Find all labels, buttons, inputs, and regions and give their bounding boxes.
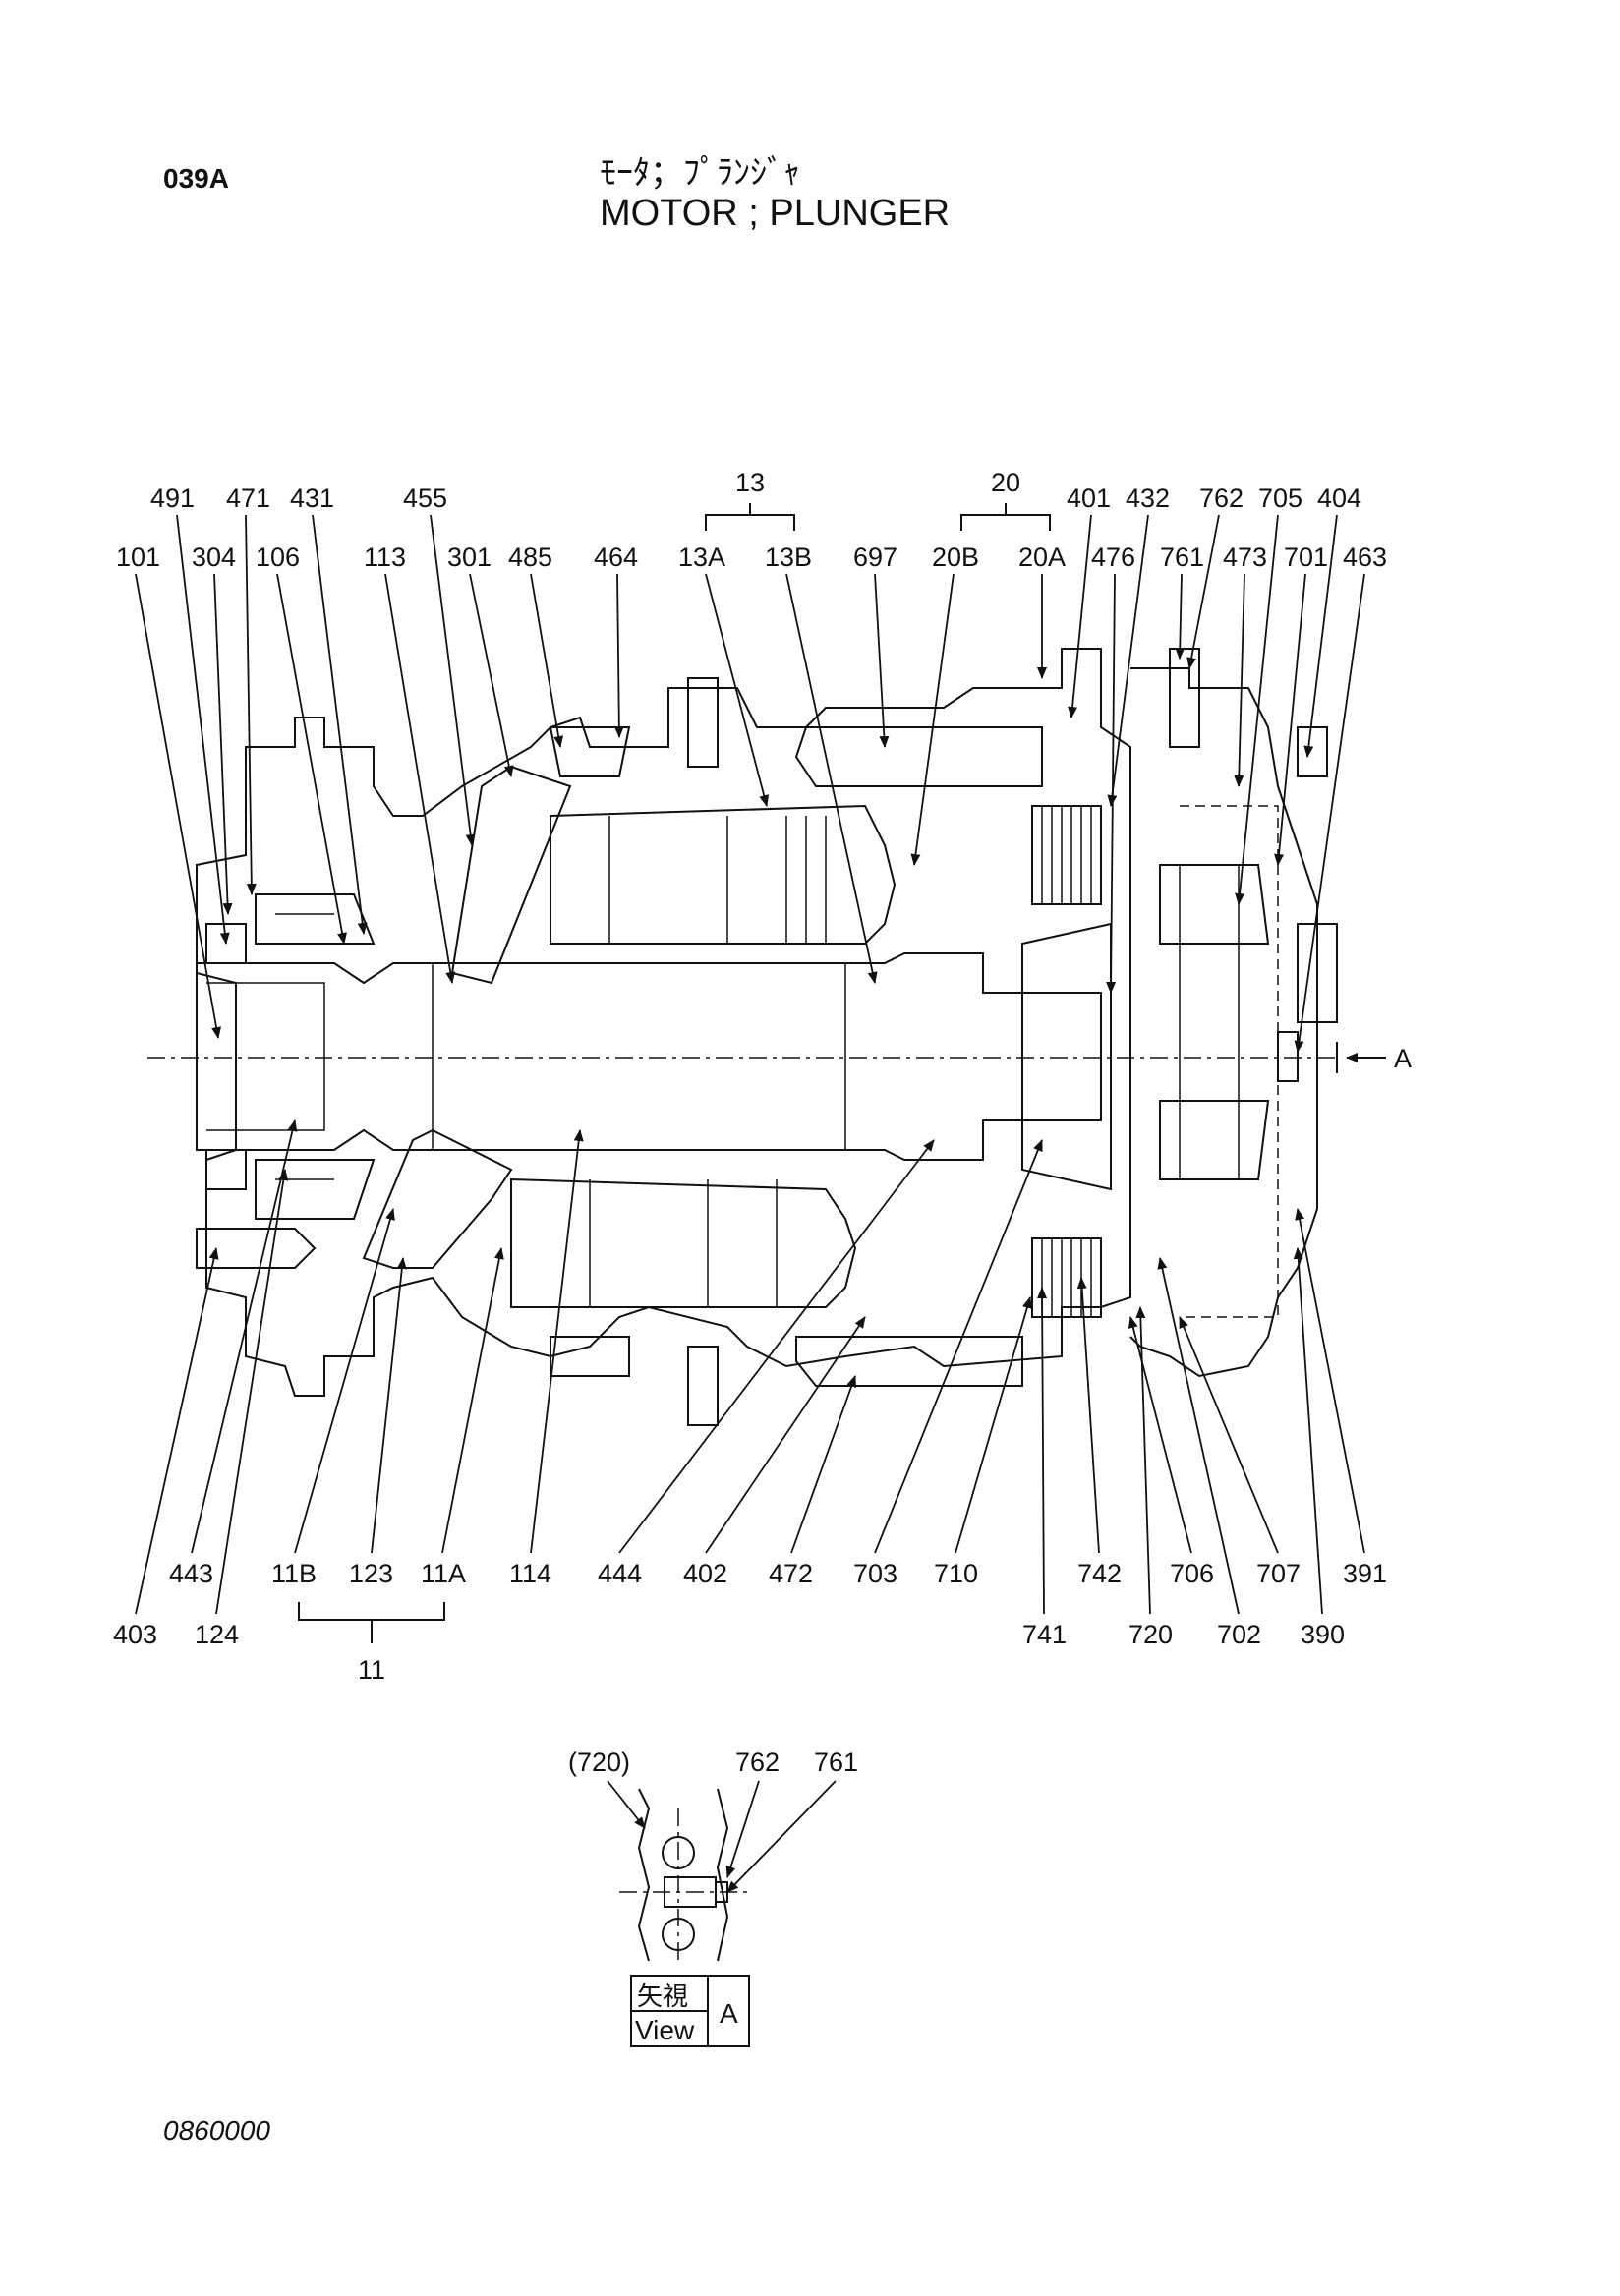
callout-762: 762 [1199,484,1244,513]
callout-20A: 20A [1018,543,1066,572]
callout-401: 401 [1067,484,1111,513]
title-japanese: ﾓｰﾀ；ﾌﾟﾗﾝｼﾞｬ [600,153,800,193]
callout-114: 114 [509,1559,551,1588]
callout-485: 485 [508,543,552,572]
top-callouts-row2: 101 304 106 113 301 485 464 13A 13B 697 … [116,543,1387,572]
view-label-jp: 矢視 [637,1982,688,2012]
callout-432: 432 [1126,484,1170,513]
callout-402: 402 [683,1559,727,1588]
callout-464: 464 [594,543,638,572]
callout-742: 742 [1077,1559,1122,1588]
callout-720: 720 [1128,1620,1173,1649]
callout-106: 106 [256,543,300,572]
callout-124: 124 [195,1620,239,1649]
callout-471: 471 [226,484,270,513]
callout-444: 444 [598,1559,642,1588]
callout-113: 113 [364,543,406,572]
view-a-detail: (720) 762 761 矢視 View A [568,1748,858,2047]
callout-762-view: 762 [735,1748,780,1777]
callout-404: 404 [1317,484,1361,513]
callout-403: 403 [113,1620,157,1649]
bottom-leader-lines [135,1119,1365,1615]
motor-cross-section: A [147,648,1412,1426]
view-label-letter: A [720,1998,738,2029]
callout-390: 390 [1301,1620,1345,1649]
callout-476: 476 [1091,543,1135,572]
callout-761-view: 761 [814,1748,858,1777]
callout-706: 706 [1170,1559,1214,1588]
callout-720-ref: (720) [568,1748,630,1777]
callout-455: 455 [403,484,447,513]
callout-761: 761 [1160,543,1204,572]
callout-123: 123 [349,1559,393,1588]
callout-702: 702 [1217,1620,1261,1649]
document-number: 0860000 [163,2115,271,2146]
callout-304: 304 [192,543,236,572]
callout-13B: 13B [765,543,812,572]
callout-11A: 11A [421,1559,466,1588]
page-code: 039A [163,163,229,194]
callout-697: 697 [853,543,897,572]
callout-701: 701 [1284,543,1328,572]
callout-705: 705 [1258,484,1302,513]
callout-491: 491 [150,484,195,513]
callout-20: 20 [991,468,1020,497]
callout-431: 431 [290,484,334,513]
section-marker-a: A [1394,1044,1412,1073]
bottom-callouts-row2: 403 124 741 720 702 390 11 [113,1602,1345,1685]
callout-472: 472 [769,1559,813,1588]
callout-741: 741 [1022,1620,1067,1649]
title-english: MOTOR ; PLUNGER [600,193,951,234]
callout-707: 707 [1256,1559,1301,1588]
callout-11B: 11B [271,1559,317,1588]
callout-703: 703 [853,1559,897,1588]
top-callouts-row1: 491 471 431 455 13 20 401 432 762 705 40… [150,468,1361,531]
callout-710: 710 [934,1559,978,1588]
top-leader-lines [135,514,1365,1053]
callout-301: 301 [447,543,492,572]
callout-20B: 20B [932,543,979,572]
callout-463: 463 [1343,543,1387,572]
callout-13A: 13A [678,543,725,572]
bottom-callouts-row1: 443 11B 123 11A 114 444 402 472 703 710 … [169,1559,1387,1588]
callout-101: 101 [116,543,160,572]
view-label-en: View [635,2015,695,2045]
callout-13: 13 [735,468,765,497]
callout-443: 443 [169,1559,213,1588]
callout-473: 473 [1223,543,1267,572]
callout-11: 11 [358,1655,385,1685]
callout-391: 391 [1343,1559,1387,1588]
